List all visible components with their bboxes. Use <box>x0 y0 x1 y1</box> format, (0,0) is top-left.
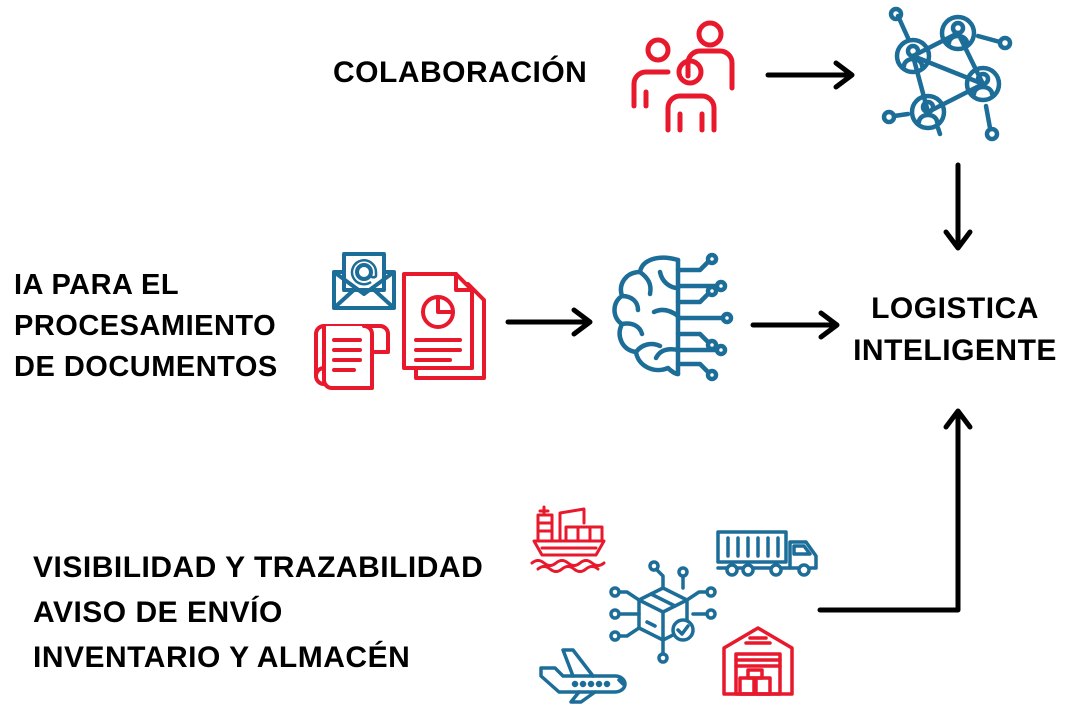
arrow-down-icon <box>943 162 973 251</box>
label-visibilidad-line: INVENTARIO Y ALMACÉN <box>33 641 411 674</box>
label-colaboracion: COLABORACIÓN <box>333 56 588 89</box>
airplane-icon <box>539 648 627 704</box>
label-visibilidad-line: AVISO DE ENVÍO <box>33 596 283 629</box>
document-chart-icon <box>402 272 486 380</box>
label-ia-line: DE DOCUMENTOS <box>14 351 278 383</box>
arrow-right-icon <box>750 310 840 340</box>
receipt-icon <box>314 324 390 390</box>
ai-brain-icon <box>612 252 734 382</box>
label-logistica-line: LOGISTICA <box>871 292 1039 325</box>
arrow-up-icon <box>817 408 973 613</box>
container-truck-icon <box>716 530 818 577</box>
arrow-right-icon <box>505 307 593 337</box>
label-ia-line: PROCESAMIENTO <box>14 310 277 342</box>
label-logistica-line: INTELIGENTE <box>853 334 1057 367</box>
label-ia-line: IA PARA EL <box>14 269 180 301</box>
cargo-ship-icon <box>530 505 606 573</box>
people-network-icon <box>881 6 1013 142</box>
arrow-right-icon <box>765 60 855 90</box>
label-logistica-inteligente: LOGISTICA INTELIGENTE <box>850 288 1060 372</box>
email-icon <box>332 252 396 310</box>
label-visibilidad: VISIBILIDAD Y TRAZABILIDAD AVISO DE ENVÍ… <box>33 545 483 680</box>
label-ia-procesamiento: IA PARA EL PROCESAMIENTO DE DOCUMENTOS <box>14 265 278 388</box>
package-network-icon <box>609 560 717 664</box>
people-group-icon <box>631 20 735 133</box>
label-visibilidad-line: VISIBILIDAD Y TRAZABILIDAD <box>33 551 484 584</box>
warehouse-icon <box>722 626 794 696</box>
